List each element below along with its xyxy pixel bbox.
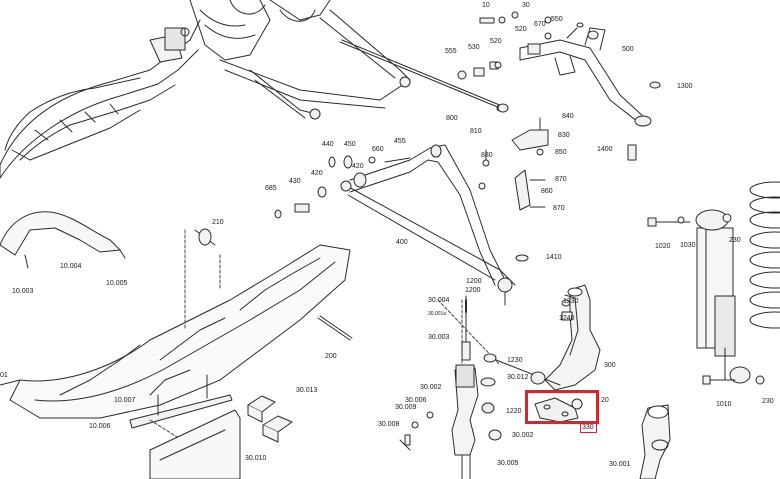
callout-10004: 10.004 (60, 263, 82, 270)
highlight-box (525, 390, 599, 424)
callout-10005: 10.005 (106, 280, 128, 287)
callout-670: 670 (534, 21, 546, 28)
callout-200: 200 (325, 353, 337, 360)
callout-1230b: 1230 (507, 357, 523, 364)
hardware-top (457, 11, 661, 113)
callout-210: 210 (212, 219, 224, 226)
callout-01: 01 (0, 372, 8, 379)
callout-430: 430 (289, 178, 301, 185)
brackets (478, 117, 549, 211)
clips-30013 (247, 395, 293, 443)
callout-30008: 30.008 (378, 421, 400, 428)
callout-420b: 420 (311, 170, 323, 177)
plate-30010 (149, 409, 241, 479)
callout-520b: 520 (490, 38, 502, 45)
callout-1200a: 1200 (466, 278, 482, 285)
callout-530: 530 (468, 44, 480, 51)
callout-10007: 10.007 (114, 397, 136, 404)
callout-1300: 1300 (677, 83, 693, 90)
callout-30006: 30.006 (405, 397, 427, 404)
callout-30009: 30.009 (395, 404, 417, 411)
callout-880: 880 (481, 152, 493, 159)
callout-850: 850 (555, 149, 567, 156)
middle-ski (0, 228, 351, 419)
spindle-30001 (639, 404, 671, 479)
part-330 (534, 397, 583, 423)
callout-330: 330 (582, 424, 594, 431)
bolt-200 (317, 315, 353, 341)
callout-830: 830 (558, 132, 570, 139)
kingpin-assembly (399, 295, 502, 479)
callout-1030: 1030 (680, 242, 696, 249)
callout-450: 450 (344, 141, 356, 148)
callout-550: 550 (551, 16, 563, 23)
callout-660: 660 (372, 146, 384, 153)
callout-1010: 1010 (716, 401, 732, 408)
callout-10006: 10.006 (89, 423, 111, 430)
bolt-1400 (627, 144, 637, 161)
callout-1220: 1220 (506, 408, 522, 415)
callout-30: 30 (522, 2, 530, 9)
callout-400: 400 (396, 239, 408, 246)
coil-spring (749, 181, 780, 329)
callout-30005: 30.005 (497, 460, 519, 467)
callout-30003: 30.003 (428, 334, 450, 341)
callout-230b: 230 (762, 398, 774, 405)
shock-absorber (647, 209, 765, 385)
callout-10003: 10.003 (12, 288, 34, 295)
callout-555: 555 (445, 48, 457, 55)
callout-520: 520 (515, 26, 527, 33)
callout-840: 840 (562, 113, 574, 120)
lower-a-arm (340, 144, 516, 306)
bolt-1410 (515, 254, 529, 262)
callout-10: 10 (482, 2, 490, 9)
callout-30004: 30.004 (428, 297, 450, 304)
callout-810: 810 (470, 128, 482, 135)
callout-870b: 870 (553, 205, 565, 212)
upper-a-arm (519, 22, 652, 127)
ski-handle (0, 211, 126, 269)
carbide-runner (129, 374, 233, 429)
callout-230: 230 (729, 237, 741, 244)
tie-rod-end (483, 353, 561, 386)
callout-30013: 30.013 (296, 387, 318, 394)
bushings (274, 155, 411, 219)
callout-30001: 30.001 (609, 461, 631, 468)
callout-870a: 870 (555, 176, 567, 183)
callout-300: 300 (604, 362, 616, 369)
callout-30001a: 30.001a (428, 311, 447, 317)
callout-1230a: 1230 (563, 298, 579, 305)
callout-1400: 1400 (597, 146, 613, 153)
callout-30012: 30.012 (507, 374, 529, 381)
callout-500: 500 (622, 46, 634, 53)
callout-440: 440 (322, 141, 334, 148)
callout-860: 860 (541, 188, 553, 195)
callout-685: 685 (265, 185, 277, 192)
spindle-300 (544, 284, 601, 391)
callout-1020: 1020 (655, 243, 671, 250)
callout-30010: 30.010 (245, 455, 267, 462)
callout-1240: 1240 (559, 315, 575, 322)
top-ski-assembly (0, 0, 411, 179)
callout-1410: 1410 (546, 254, 562, 261)
callout-420a: 420 (352, 163, 364, 170)
callout-1200b: 1200 (465, 287, 481, 294)
highlight-label-box (580, 422, 597, 433)
callout-20: 20 (601, 397, 609, 404)
callout-800: 800 (446, 115, 458, 122)
callout-30002b: 30.002 (512, 432, 534, 439)
callout-455: 455 (394, 138, 406, 145)
callout-30002: 30.002 (420, 384, 442, 391)
